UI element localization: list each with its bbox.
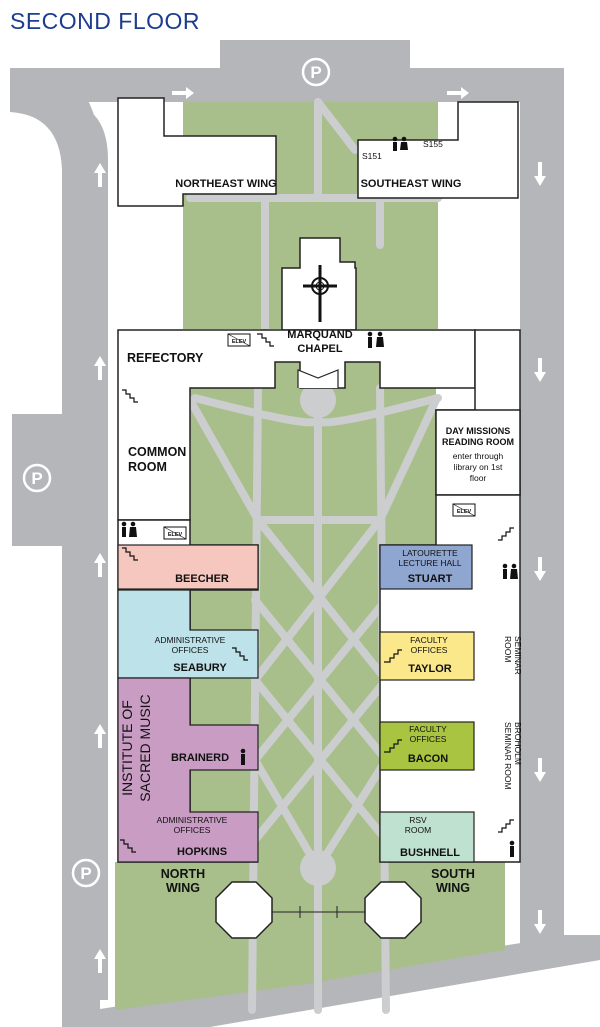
parking-lot-top [220, 40, 410, 102]
arrow-up-icon [94, 949, 106, 973]
cross-icon [303, 265, 337, 322]
common-room-label-line1: COMMON [128, 445, 186, 459]
room-s155-label: S155 [423, 139, 443, 149]
broholm-label-line1: BROHOLM [513, 722, 523, 765]
seminar-room-label-line2: ROOM [503, 636, 513, 662]
bacon-sub-line1: FACULTY [409, 724, 447, 734]
svg-text:ELEV: ELEV [457, 509, 472, 515]
bushnell-label: BUSHNELL [400, 847, 460, 859]
bottom-road [62, 935, 600, 1027]
chapel-label-line1: MARQUAND [287, 329, 352, 341]
northeast-wing-label: NORTHEAST WING [175, 178, 276, 190]
latourette-label-line2: LECTURE HALL [398, 558, 462, 568]
day-missions-room [435, 409, 521, 496]
arrow-up-icon [94, 553, 106, 577]
south-wing-label-line1: SOUTH [431, 867, 475, 881]
beecher-label: BEECHER [175, 573, 229, 585]
arrow-down-icon [534, 910, 546, 934]
parking-icon-southwest: P [71, 858, 101, 888]
southeast-wing-building [357, 101, 519, 199]
page-title: SECOND FLOOR [10, 8, 201, 34]
taylor-label: TAYLOR [408, 663, 451, 675]
northwest-octagon-building [215, 881, 273, 939]
seabury-label: SEABURY [173, 662, 227, 674]
restroom-icon [121, 521, 137, 537]
room-s151-label: S151 [362, 151, 382, 161]
rsv-label-line1: RSV [409, 815, 427, 825]
stuart-room [379, 544, 473, 590]
direction-arrows [94, 87, 546, 973]
arrow-up-icon [94, 356, 106, 380]
hopkins-sub-line2: OFFICES [174, 825, 211, 835]
hopkins-sub-line1: ADMINISTRATIVE [157, 815, 228, 825]
restroom-icon [240, 748, 246, 765]
stuart-label: STUART [408, 573, 453, 585]
bacon-label: BACON [408, 753, 448, 765]
svg-text:P: P [31, 469, 42, 488]
rsv-label-line2: ROOM [405, 825, 431, 835]
arrow-up-icon [94, 163, 106, 187]
day-missions-label-line2: READING ROOM [442, 437, 514, 447]
south-wing-label-line2: WING [436, 881, 470, 895]
arrow-right-icon [172, 87, 194, 99]
taylor-sub-line1: FACULTY [410, 635, 448, 645]
seabury-sub-line1: ADMINISTRATIVE [155, 635, 226, 645]
northeast-wing-building [117, 97, 277, 207]
svg-text:P: P [310, 63, 321, 82]
restroom-icon [367, 331, 384, 348]
parking-icon-west: P [22, 463, 52, 493]
arrow-right-icon [447, 87, 469, 99]
taylor-sub-line2: OFFICES [411, 645, 448, 655]
restroom-icon [502, 563, 518, 579]
seabury-sub-line2: OFFICES [172, 645, 209, 655]
restroom-icon [392, 136, 408, 151]
north-wing-label-line1: NORTH [161, 867, 205, 881]
svg-text:ELEV: ELEV [168, 532, 183, 538]
west-road-outer [10, 68, 100, 1015]
rsv-bushnell-room [379, 811, 475, 863]
parking-icon-top: P [301, 57, 331, 87]
elevator-icon: ELEV [163, 526, 187, 540]
east-road [520, 68, 564, 948]
stairs-icon [120, 333, 514, 853]
north-wing-label-line2: WING [166, 881, 200, 895]
southeast-octagon-building [364, 881, 422, 939]
west-connector [12, 496, 108, 546]
latourette-label-line1: LATOURETTE [402, 548, 458, 558]
day-missions-note-line1: enter through [453, 451, 504, 461]
arrow-down-icon [534, 358, 546, 382]
seminar-room-label-line1: SEMINAR [513, 636, 523, 675]
refectory-label: REFECTORY [127, 351, 204, 365]
restroom-icon [509, 840, 515, 857]
institute-sacred-music-room [117, 677, 259, 863]
institute-label-line1: INSTITUTE OF [119, 700, 135, 796]
elevator-icon: ELEV [452, 503, 476, 517]
day-missions-label-line1: DAY MISSIONS [446, 426, 511, 436]
svg-text:P: P [80, 864, 91, 883]
parking-lot-sw [62, 845, 108, 905]
arrow-down-icon [534, 162, 546, 186]
beecher-room [117, 544, 259, 590]
taylor-room [379, 631, 475, 681]
arrow-up-icon [94, 724, 106, 748]
elevator-icon: ELEV [227, 333, 251, 347]
institute-label-line2: SACRED MUSIC [137, 694, 153, 801]
chapel-door-icon [297, 369, 339, 388]
arrow-down-icon [534, 557, 546, 581]
bacon-sub-line2: OFFICES [410, 734, 447, 744]
day-missions-note-line2: library on 1st [454, 462, 503, 472]
bacon-room [379, 721, 475, 771]
day-missions-note-line3: floor [470, 473, 487, 483]
svg-text:ELEV: ELEV [232, 339, 247, 345]
broholm-label-line2: SEMINAR ROOM [503, 722, 513, 790]
southeast-wing-label: SOUTHEAST WING [361, 178, 462, 190]
hopkins-label: HOPKINS [177, 846, 227, 858]
roads [10, 40, 600, 1027]
common-room-label-line2: ROOM [128, 460, 167, 474]
arrow-down-icon [534, 758, 546, 782]
brainerd-label: BRAINERD [171, 752, 229, 764]
chapel-label-line2: CHAPEL [297, 343, 343, 355]
